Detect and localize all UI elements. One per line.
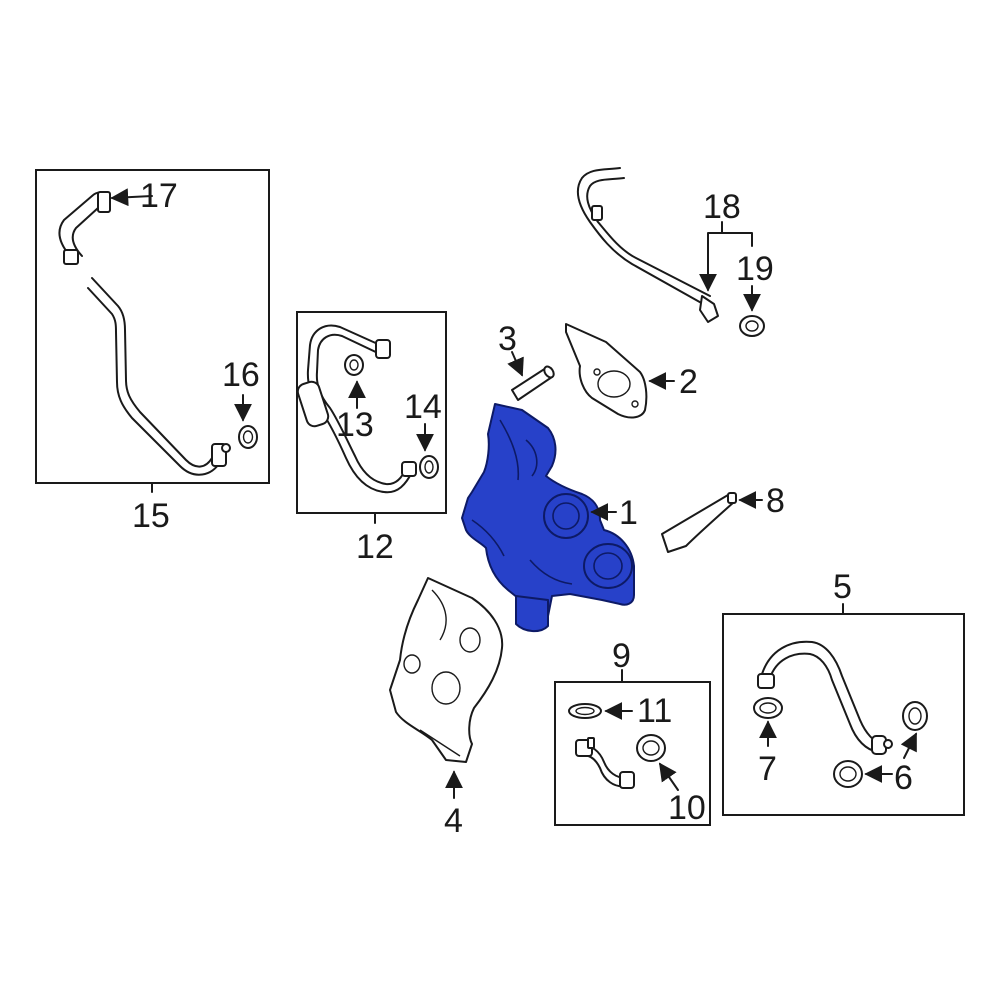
part-14-seal[interactable] <box>419 455 439 479</box>
part-17-hose[interactable] <box>58 191 111 265</box>
group-box-15: 16 17 <box>35 169 270 484</box>
leader-18 <box>699 221 723 292</box>
part-12-tube[interactable] <box>296 324 417 494</box>
part-1-turbocharger[interactable] <box>461 403 635 632</box>
part-4-heat-shield[interactable] <box>389 577 504 763</box>
callout-18[interactable]: 18 <box>703 188 741 226</box>
part-9-tube[interactable] <box>575 737 635 789</box>
leader-10 <box>658 762 679 791</box>
part-6-seal-b[interactable] <box>833 760 863 788</box>
leader-18-branch <box>721 232 753 247</box>
part-6-seal-a[interactable] <box>902 701 928 731</box>
callout-5[interactable]: 5 <box>833 568 852 606</box>
callout-2[interactable]: 2 <box>679 363 698 401</box>
callout-9[interactable]: 9 <box>612 637 631 675</box>
part-3-stud[interactable] <box>511 365 556 401</box>
leader-3 <box>507 351 524 377</box>
leader-17 <box>110 188 153 207</box>
part-5-tube[interactable] <box>757 640 893 755</box>
callout-12[interactable]: 12 <box>356 528 394 566</box>
part-2-gasket[interactable] <box>565 323 648 419</box>
part-10-seal[interactable] <box>636 734 666 762</box>
callout-10[interactable]: 10 <box>668 789 706 827</box>
part-8-bracket[interactable] <box>661 492 737 553</box>
group-box-9: 11 10 <box>554 681 711 827</box>
part-11-seal[interactable] <box>568 703 602 719</box>
callout-3[interactable]: 3 <box>498 320 517 358</box>
leader-6b <box>900 732 917 759</box>
group-box-12: 13 14 <box>296 311 447 514</box>
part-16-seal[interactable] <box>238 425 258 449</box>
callout-14[interactable]: 14 <box>404 388 442 426</box>
part-19-seal[interactable] <box>739 315 765 337</box>
group-box-5: 7 6 <box>722 613 965 816</box>
callout-7[interactable]: 7 <box>758 750 777 788</box>
part-13-seal[interactable] <box>344 354 364 376</box>
callout-1[interactable]: 1 <box>619 494 638 532</box>
part-7-seal[interactable] <box>753 697 783 719</box>
callout-16[interactable]: 16 <box>222 356 260 394</box>
callout-6[interactable]: 6 <box>894 759 913 797</box>
callout-19[interactable]: 19 <box>736 250 774 288</box>
callout-17[interactable]: 17 <box>140 177 178 215</box>
callout-4[interactable]: 4 <box>444 802 463 840</box>
callout-11[interactable]: 11 <box>637 692 672 730</box>
callout-15[interactable]: 15 <box>132 497 170 535</box>
callout-13[interactable]: 13 <box>336 406 374 444</box>
part-15-tube[interactable] <box>87 277 231 476</box>
part-18-tube[interactable] <box>576 167 719 323</box>
callout-8[interactable]: 8 <box>766 482 785 520</box>
